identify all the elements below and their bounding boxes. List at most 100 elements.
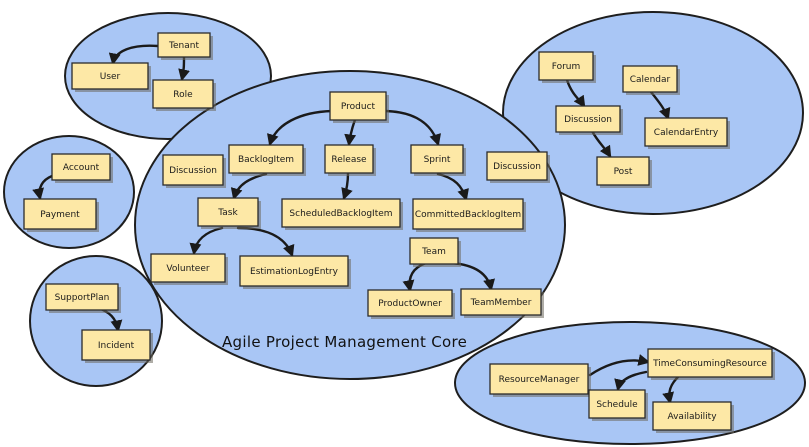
edge-tenant-user: [108, 44, 160, 66]
node-label: Sprint: [424, 155, 451, 165]
node-box: [162, 154, 224, 186]
node-box: [51, 153, 111, 181]
node-tenant: Tenant: [157, 32, 213, 60]
node-forum: Forum: [538, 51, 596, 83]
node-discussion: Discussion: [555, 105, 623, 135]
node-box: [71, 62, 149, 90]
node-label: TimeConsumingResource: [652, 359, 767, 369]
node-label: Product: [341, 102, 376, 112]
node-box: [588, 389, 646, 419]
node-box: [538, 51, 594, 81]
node-box: [281, 198, 401, 228]
node-label: SupportPlan: [55, 293, 110, 303]
node-box: [45, 283, 119, 311]
edge-product-sprint: [384, 109, 441, 147]
node-box: [152, 79, 214, 109]
node-sprint: Sprint: [410, 144, 466, 176]
node-label: CommittedBacklogItem: [415, 210, 521, 220]
node-label: Forum: [552, 62, 581, 72]
node-box: [489, 363, 589, 395]
node-product: Product: [329, 91, 389, 123]
node-box: [460, 288, 542, 316]
node-label: Account: [63, 163, 100, 173]
node-label: Availability: [667, 412, 717, 422]
node-scheduled-backlog-item: ScheduledBacklogItem: [281, 198, 403, 230]
node-resource-manager: ResourceManager: [489, 363, 591, 397]
node-box: [412, 198, 524, 230]
node-label: EstimationLogEntry: [250, 267, 339, 277]
node-label: Calendar: [630, 75, 671, 85]
edge-product-backlogitem: [267, 109, 334, 147]
edge-timeconsuming-schedule: [614, 370, 648, 392]
node-label: Payment: [40, 210, 80, 220]
node-label: Schedule: [596, 400, 638, 410]
node-release: Release: [324, 144, 376, 176]
node-post: Post: [596, 156, 652, 188]
edge-account-payment: [32, 174, 54, 201]
node-payment: Payment: [23, 198, 99, 232]
core-context-label: Agile Project Management Core: [222, 333, 467, 351]
node-box: [409, 237, 459, 265]
node-box: [329, 91, 387, 121]
node-box: [197, 197, 259, 227]
edge-forum-discussion: [565, 78, 586, 108]
node-discussion-left: Discussion: [162, 154, 226, 188]
node-box: [239, 255, 349, 287]
node-box: [228, 144, 304, 174]
node-box: [647, 348, 773, 378]
node-box: [157, 32, 211, 58]
node-label: Discussion: [169, 166, 217, 176]
node-label: ScheduledBacklogItem: [289, 209, 392, 219]
node-calendar: Calendar: [622, 65, 680, 95]
edge-task-volunteer: [189, 226, 224, 256]
node-box: [622, 65, 678, 93]
node-box: [652, 401, 732, 431]
node-label: Post: [614, 167, 633, 177]
node-label: Volunteer: [166, 264, 209, 274]
node-user: User: [71, 62, 151, 92]
node-label: Task: [217, 208, 238, 218]
node-box: [410, 144, 464, 174]
node-label: CalendarEntry: [654, 128, 719, 138]
node-incident: Incident: [81, 329, 153, 363]
edge-resourcemanager-timeconsuming: [588, 354, 651, 377]
node-box: [324, 144, 374, 174]
node-label: TeamMember: [470, 298, 532, 308]
node-label: Discussion: [564, 115, 612, 125]
node-time-consuming-resource: TimeConsumingResource: [647, 348, 775, 380]
node-volunteer: Volunteer: [150, 253, 228, 285]
node-label: Release: [331, 155, 367, 165]
node-committed-backlog-item: CommittedBacklogItem: [412, 198, 526, 232]
node-label: ProductOwner: [378, 299, 442, 309]
node-box: [486, 151, 548, 181]
node-box: [596, 156, 650, 186]
node-label: BacklogItem: [238, 155, 294, 165]
node-calendar-entry: CalendarEntry: [644, 117, 730, 149]
node-account: Account: [51, 153, 113, 183]
node-product-owner: ProductOwner: [367, 289, 455, 319]
node-box: [150, 253, 226, 283]
nodes: TenantUserRoleForumCalendarDiscussionCal…: [23, 32, 775, 433]
node-role: Role: [152, 79, 216, 111]
node-schedule: Schedule: [588, 389, 648, 421]
node-support-plan: SupportPlan: [45, 283, 121, 313]
node-label: Incident: [98, 341, 135, 351]
node-box: [555, 105, 621, 133]
node-team: Team: [409, 237, 461, 267]
node-label: Role: [173, 90, 193, 100]
node-box: [644, 117, 728, 147]
node-discussion-right: Discussion: [486, 151, 550, 183]
support-context: [29, 255, 163, 387]
node-label: User: [100, 72, 121, 82]
node-label: Tenant: [168, 41, 199, 51]
node-task: Task: [197, 197, 261, 229]
node-label: Discussion: [493, 162, 541, 172]
node-backlog-item: BacklogItem: [228, 144, 306, 176]
node-estimation-log-entry: EstimationLogEntry: [239, 255, 351, 289]
node-box: [367, 289, 453, 317]
node-box: [23, 198, 97, 230]
node-box: [81, 329, 151, 361]
node-team-member: TeamMember: [460, 288, 544, 318]
node-label: Team: [421, 247, 446, 257]
